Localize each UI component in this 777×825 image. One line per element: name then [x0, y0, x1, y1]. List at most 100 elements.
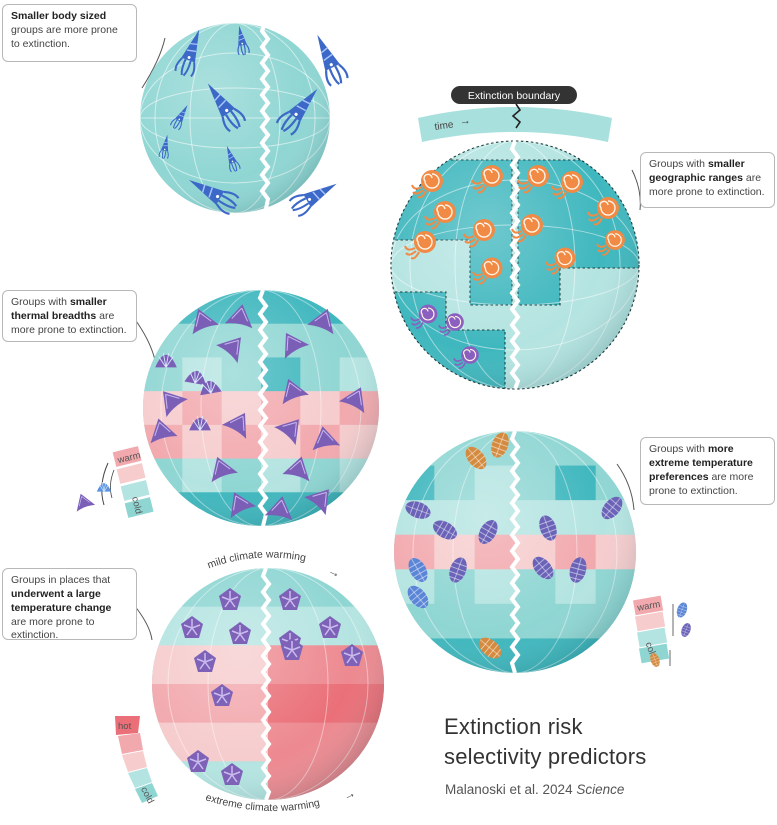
trilobite-icon [478, 637, 502, 659]
ammonite-icon [453, 346, 479, 369]
trilobite-icon [478, 520, 498, 544]
callout-text: Groups in places that [11, 574, 111, 586]
ammonite-icon [463, 219, 495, 248]
trilobite-icon [433, 520, 457, 540]
split-zigzag [260, 567, 272, 801]
scale-trilobite-icons [650, 602, 691, 667]
ammonite-icon [596, 230, 625, 256]
extreme-scale: warm cold [632, 595, 691, 667]
ammonite-icon [511, 214, 543, 243]
squid-icon [174, 29, 200, 78]
shell-icon [312, 426, 341, 451]
shell-icon [96, 481, 112, 492]
squid-icon [158, 134, 169, 160]
warm-label: warm [635, 599, 661, 614]
shell-icon [230, 492, 257, 519]
citation-journal: Science [576, 782, 625, 797]
trilobite-icon [601, 496, 623, 520]
sand-dollar-group [181, 588, 363, 785]
extinction-boundary-label: Extinction boundary [468, 90, 561, 102]
sand-dollar-icon [319, 616, 341, 638]
shell-icon [221, 412, 247, 439]
squid-icon [237, 25, 250, 56]
callout-temperature-change: Groups in places that underwent a large … [2, 568, 137, 642]
callout-text: groups are more prone to extinction. [11, 23, 118, 50]
callout-text: are more prone to extinction. [649, 171, 765, 198]
globe-extreme-temperature [394, 430, 636, 674]
purple-ammonite-group [410, 304, 479, 369]
shell-icon [189, 415, 211, 431]
shell-icon [304, 489, 329, 516]
shell-icon [155, 352, 177, 368]
callout-text: are more prone to extinction. [11, 309, 127, 336]
squid-icon [207, 83, 247, 133]
globe-body-size [140, 22, 349, 217]
boundary-zigzag [511, 103, 522, 129]
timeline: Extinction boundary time → [418, 86, 612, 142]
ammonite-icon [410, 304, 438, 329]
sand-dollar-icon [341, 644, 363, 666]
ammonite-icon [517, 165, 549, 194]
trilobite-icon [650, 653, 660, 667]
trilobite-icon [539, 515, 558, 541]
squid-icon [226, 145, 241, 173]
sand-dollar-icon [281, 638, 303, 660]
shell-icon [184, 368, 206, 386]
citation: Malanoski et al. 2024 Science [445, 782, 624, 797]
hot-label: hot [118, 721, 132, 732]
sand-dollar-icon [211, 684, 233, 706]
trilobite-icon [490, 432, 509, 458]
ammonite-icon [472, 257, 503, 285]
shell-icon [150, 418, 178, 444]
split-zigzag [257, 289, 269, 527]
trilobite-icon [405, 501, 431, 520]
thermal-scale: warm cold [76, 446, 154, 518]
sand-dollar-icon [181, 616, 203, 638]
callout-strong: Smaller body sized [11, 10, 107, 22]
callout-strong: underwent a large temperature change [11, 587, 112, 614]
trilobite-icon [465, 446, 487, 470]
squid-icon [275, 89, 318, 136]
globe-geographic-range [390, 140, 640, 390]
shell-icon [76, 493, 96, 512]
ammonite-icon [587, 197, 619, 226]
ammonite-icon [471, 165, 503, 194]
callout-extreme-temperature: Groups with more extreme temperature pre… [640, 437, 775, 505]
callout-strong: smaller thermal breadths [11, 296, 107, 322]
shell-icon [163, 391, 188, 418]
shell-icon [200, 378, 222, 396]
shell-icon [192, 308, 219, 335]
shell-icon [284, 332, 310, 359]
ammonite-group [404, 165, 625, 285]
shell-icon [307, 308, 334, 335]
trilobite-icon [407, 585, 429, 609]
shell-icon [282, 378, 309, 405]
sand-dollar-icon [219, 588, 241, 610]
scale-shell-icons [76, 481, 112, 512]
mild-arrow-icon: → [326, 563, 343, 581]
globe-thermal-breadth [143, 289, 379, 527]
callout-text: are more prone to extinction. [11, 615, 95, 642]
mild-warming-text: mild climate warming [206, 548, 307, 571]
sand-dollar-icon [194, 650, 216, 672]
temp-change-scale: hot cold [115, 716, 158, 806]
callout-text: are more prone to extinction. [649, 470, 754, 497]
callout-text: Groups with [11, 296, 70, 308]
squid-icon [170, 105, 188, 131]
figure-title: Extinction risk selectivity predictors [444, 712, 646, 771]
title-line-1: Extinction risk [444, 714, 583, 739]
trilobite-icon [569, 557, 587, 583]
shell-icon [282, 456, 310, 482]
split-zigzag [259, 22, 271, 214]
shell-icon [216, 337, 241, 364]
callout-text: Groups with [649, 158, 708, 170]
shell-icon [264, 496, 293, 521]
sand-dollar-icon [229, 622, 251, 644]
squid-icon [317, 34, 349, 87]
trilobite-icon [532, 556, 554, 580]
trilobite-icon [681, 623, 691, 637]
ammonite-icon [545, 247, 576, 275]
trilobite-icon [676, 602, 688, 618]
time-arrow-icon: → [459, 115, 472, 128]
shell-icon [274, 419, 299, 446]
